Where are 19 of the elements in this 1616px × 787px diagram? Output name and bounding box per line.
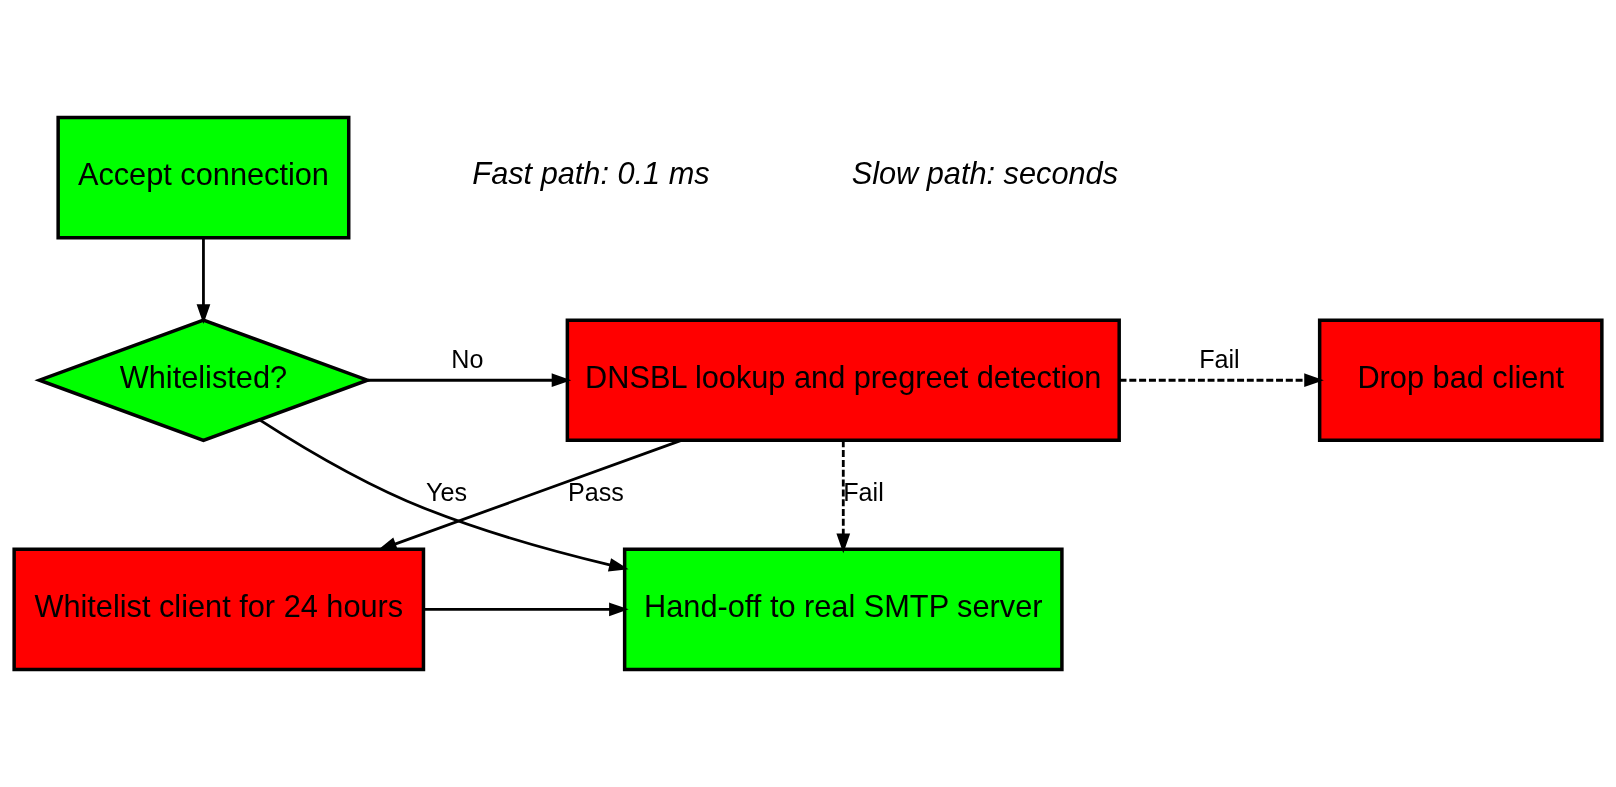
label: Fast path: 0.1 ms — [472, 156, 710, 192]
label: Slow path: seconds — [851, 156, 1119, 192]
node-box: Hand-off to real SMTP server — [622, 547, 1064, 672]
arrow — [836, 440, 851, 554]
node-box: Drop bad client — [1317, 318, 1604, 443]
edge-label: Yes — [426, 477, 468, 506]
node-box: DNSBL lookup and pregreet detection — [565, 318, 1121, 443]
arrow — [423, 602, 629, 617]
arrow — [367, 373, 572, 388]
node-box: Whitelist client for 24 hours — [12, 547, 426, 672]
node-box: Accept connection — [56, 115, 351, 240]
edge-label: Fail — [843, 477, 884, 506]
arrow — [377, 439, 682, 551]
edge-label: Fail — [1199, 345, 1240, 374]
arrow — [258, 418, 629, 572]
arrow — [196, 237, 211, 324]
edge-label: Pass — [568, 477, 624, 506]
arrow — [1119, 373, 1324, 388]
edge-label: No — [451, 345, 484, 374]
